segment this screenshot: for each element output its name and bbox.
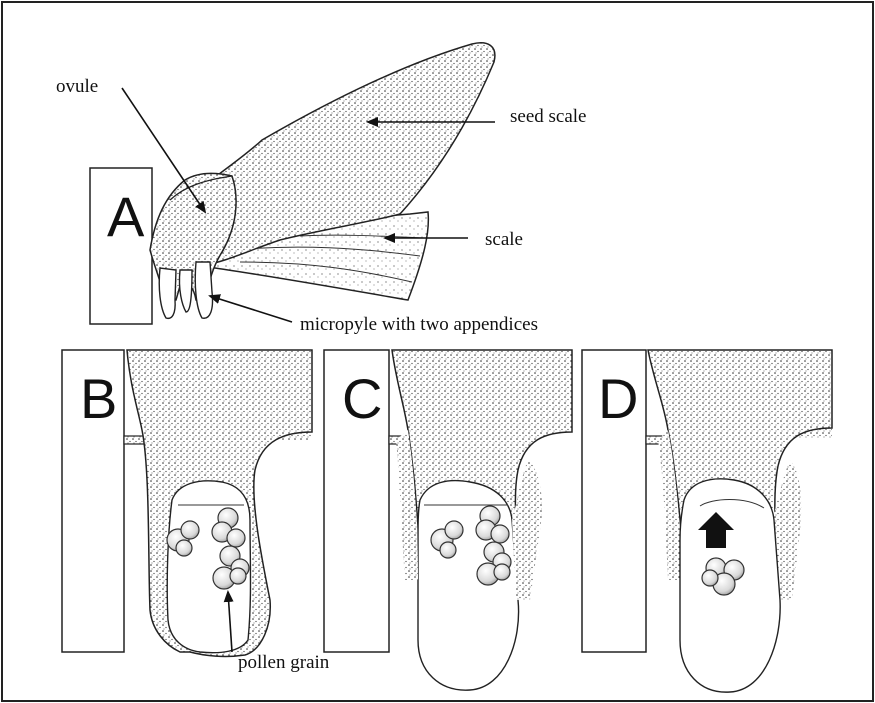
pollen-grain	[227, 529, 245, 547]
ovule-label: ovule	[56, 76, 98, 97]
panel-a-letter: A	[107, 185, 145, 248]
pollen-grain	[440, 542, 456, 558]
seed-scale-label: seed scale	[510, 106, 586, 127]
pollen-label: pollen grain	[238, 652, 330, 673]
pollen-grain	[491, 525, 509, 543]
pollen-grain	[445, 521, 463, 539]
pollen-grain	[181, 521, 199, 539]
panel-c-letter: C	[342, 367, 382, 430]
panel-d-letter: D	[598, 367, 638, 430]
micropyle-label: micropyle with two appendices	[300, 314, 538, 335]
panel-b-letter: B	[80, 367, 117, 430]
panel-c-chamber	[418, 481, 519, 691]
pollen-grain	[176, 540, 192, 556]
pollen-grain	[230, 568, 246, 584]
scale-label: scale	[485, 229, 523, 250]
pollen-grain	[702, 570, 718, 586]
pollen-grain	[494, 564, 510, 580]
